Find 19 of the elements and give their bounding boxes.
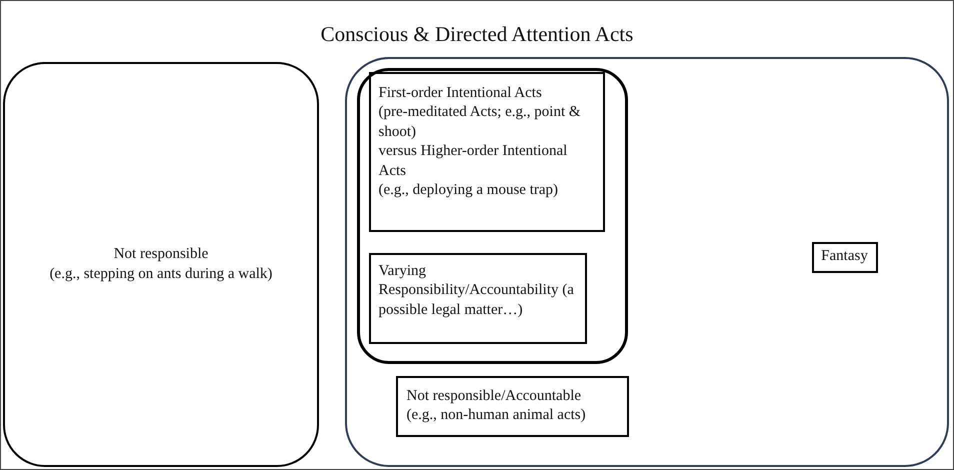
- rounded-box: [3, 62, 319, 467]
- diagram-title: Conscious & Directed Attention Acts: [320, 22, 634, 46]
- text-box: [396, 376, 628, 436]
- box-text: (e.g., non-human animal acts): [406, 406, 587, 425]
- rounded-box: [356, 68, 628, 364]
- text-box: [368, 72, 604, 232]
- box-text: Not responsible/Accountable: [406, 386, 582, 406]
- text-box: [368, 252, 586, 344]
- box-text: Responsibility/Accountability (a possible legal matter…): [378, 281, 575, 320]
- rounded-box: [345, 57, 949, 467]
- box-text: Fantasy: [820, 247, 869, 266]
- box-text: (e.g., stepping on ants during a walk): [48, 264, 274, 284]
- box-text: First-order Intentional Acts: [378, 84, 543, 102]
- box-text: Varying: [378, 262, 427, 280]
- text-box: [812, 242, 878, 272]
- box-text: versus Higher-order Intentional Acts: [378, 142, 568, 180]
- box-text: (e.g., deploying a mouse trap): [378, 181, 560, 200]
- box-text: Not responsible: [112, 245, 210, 264]
- box-text: (pre-meditated Acts; e.g., point & shoot): [378, 103, 582, 142]
